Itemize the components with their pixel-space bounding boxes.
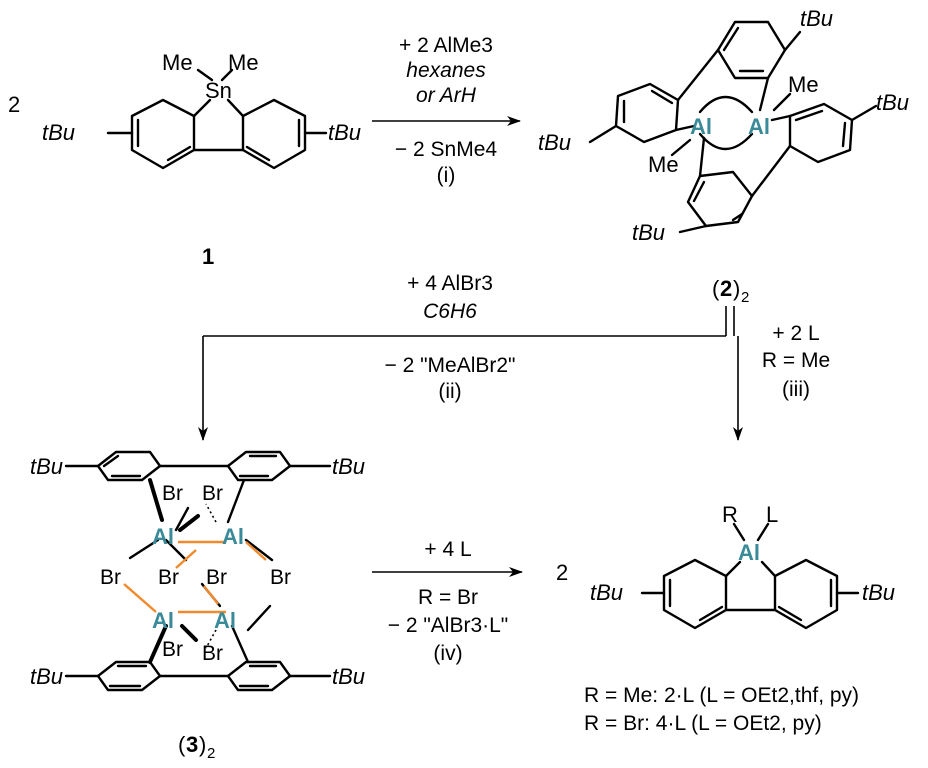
svg-text:2: 2 — [720, 276, 732, 301]
bromine-atom: Br — [100, 566, 121, 589]
methyl-label: Me — [788, 72, 819, 97]
coefficient-2: 2 — [556, 560, 568, 585]
aluminium-atom: Al — [152, 608, 174, 633]
bromine-atom: Br — [270, 566, 291, 589]
svg-text:(: ( — [712, 276, 720, 301]
byproduct-text: − 2 SnMe4 — [395, 138, 497, 161]
tbu-group: tBu — [42, 120, 75, 145]
step-label: (ii) — [438, 380, 461, 403]
condition-text: R = Br — [418, 586, 478, 609]
methyl-label: Me — [648, 152, 679, 177]
step-label: (i) — [437, 164, 456, 187]
svg-text:3: 3 — [186, 732, 198, 757]
tbu-group: tBu — [876, 90, 909, 115]
aluminium-atom: Al — [690, 114, 712, 139]
svg-text:(: ( — [178, 732, 186, 757]
product-alafluorene: 2 Al R L tBu tBu R = Me: 2·L (L = OEt2,t… — [556, 502, 895, 735]
step-label: (iii) — [782, 378, 810, 401]
tbu-group: tBu — [30, 454, 63, 479]
compound-1: 2 Me Me Sn tBu tBu 1 — [8, 50, 361, 269]
solvent-text: C6H6 — [423, 300, 477, 323]
solvent-text: hexanes — [406, 59, 486, 82]
solvent-text: or ArH — [416, 84, 477, 107]
bromine-atom: Br — [162, 482, 183, 505]
reagent-text: + 2 L — [772, 322, 819, 345]
bromine-atom: Br — [158, 566, 179, 589]
aluminium-atom: Al — [222, 524, 244, 549]
product-legend-line: R = Me: 2·L (L = OEt2,thf, py) — [584, 684, 859, 707]
aluminium-atom: Al — [748, 114, 770, 139]
tbu-group: tBu — [538, 130, 571, 155]
methyl-label: Me — [162, 50, 193, 75]
step-label: (iv) — [433, 642, 462, 665]
dimer-2: Al Al Me Me tBu tBu tBu tBu ( 2 ) 2 — [538, 6, 909, 306]
reagent-text: + 4 AlBr3 — [407, 272, 493, 295]
tbu-group: tBu — [862, 580, 895, 605]
aryl-ring — [614, 82, 680, 144]
tbu-group: tBu — [590, 580, 623, 605]
tbu-group: tBu — [328, 120, 361, 145]
reaction-arrow-iv: + 4 L R = Br − 2 "AlBr3·L" (iv) — [372, 538, 523, 665]
bromine-atom: Br — [162, 638, 183, 661]
tbu-group: tBu — [632, 220, 665, 245]
right-aryl-ring — [773, 558, 839, 630]
byproduct-text: − 2 "AlBr3·L" — [388, 614, 509, 637]
reaction-arrow-iii: + 2 L R = Me (iii) — [733, 306, 830, 441]
r-substituent: R — [722, 502, 738, 527]
dimer-3: Al Al Al Al Br Br Br Br Br Br Br Br tBu … — [30, 450, 365, 762]
tbu-group: tBu — [332, 664, 365, 689]
aluminium-atom: Al — [738, 540, 760, 565]
aluminium-atom: Al — [152, 524, 174, 549]
svg-text:): ) — [733, 276, 740, 301]
svg-text:): ) — [199, 732, 206, 757]
reagent-text: + 4 L — [424, 538, 471, 561]
tin-atom: Sn — [205, 78, 232, 103]
l-ligand: L — [766, 502, 778, 527]
aryl-ring — [788, 102, 854, 164]
bromine-atom: Br — [206, 566, 227, 589]
product-legend-line: R = Br: 4·L (L = OEt2, py) — [584, 712, 822, 735]
methyl-label: Me — [228, 50, 259, 75]
compound-label: 1 — [202, 244, 214, 269]
reaction-arrow-i: + 2 AlMe3 hexanes or ArH − 2 SnMe4 (i) — [372, 34, 521, 187]
left-aryl-ring — [662, 558, 728, 630]
byproduct-text: − 2 "MeAlBr2" — [384, 354, 515, 377]
aryl-ring — [686, 170, 754, 228]
tbu-group: tBu — [800, 6, 833, 31]
aluminium-atom: Al — [214, 608, 236, 633]
svg-text:2: 2 — [741, 289, 749, 306]
reaction-arrow-ii: + 4 AlBr3 C6H6 − 2 "MeAlBr2" (ii) — [198, 272, 727, 441]
bromine-atom: Br — [202, 482, 223, 505]
condition-text: R = Me — [762, 349, 830, 372]
right-aryl-ring — [241, 98, 307, 170]
coefficient-2: 2 — [8, 92, 20, 117]
aryl-ring — [716, 20, 787, 80]
tbu-group: tBu — [332, 454, 365, 479]
tbu-group: tBu — [30, 664, 63, 689]
left-aryl-ring — [130, 98, 196, 170]
bromine-atom: Br — [202, 642, 223, 665]
compound-label: ( 3 ) 2 — [178, 732, 215, 762]
compound-label: ( 2 ) 2 — [712, 276, 749, 306]
svg-text:2: 2 — [207, 745, 215, 762]
reagent-text: + 2 AlMe3 — [399, 34, 493, 57]
